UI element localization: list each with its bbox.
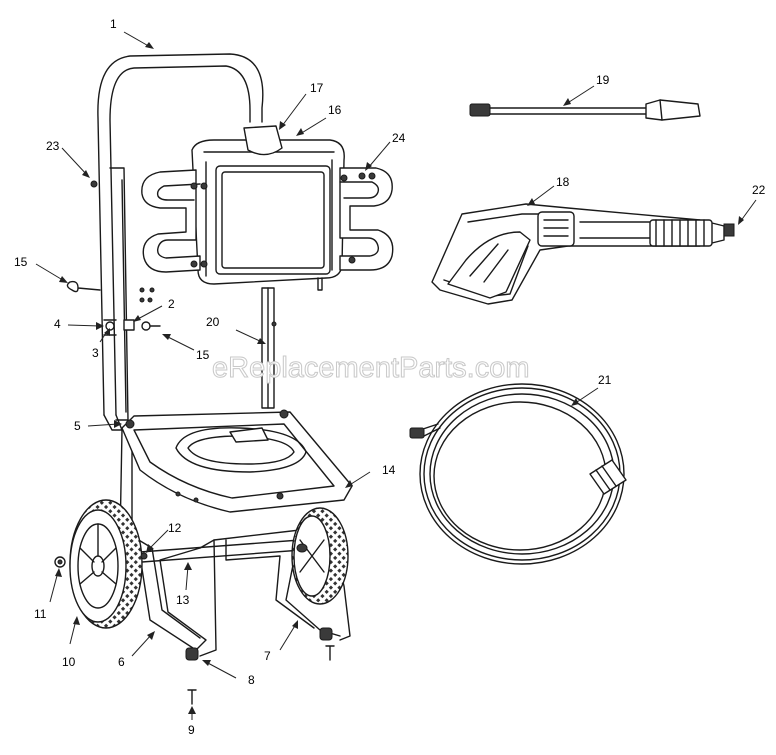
cart-frame xyxy=(97,53,351,657)
callout-2: 2 xyxy=(168,297,175,311)
left-wheel xyxy=(69,499,143,629)
watermark-text: eReplacementParts.com xyxy=(212,352,531,385)
callout-9: 9 xyxy=(188,723,195,737)
callout-6: 6 xyxy=(118,655,125,669)
callout-10: 10 xyxy=(62,655,76,669)
callout-4: 4 xyxy=(54,317,61,331)
base-tray xyxy=(121,409,353,513)
callout-15-upper: 15 xyxy=(14,255,28,269)
callout-15-lower: 15 xyxy=(196,348,210,362)
engine-housing xyxy=(141,125,394,291)
callout-19: 19 xyxy=(596,73,610,87)
callout-7: 7 xyxy=(264,649,271,663)
callout-22: 22 xyxy=(752,183,766,197)
callout-21: 21 xyxy=(598,373,612,387)
callout-14: 14 xyxy=(382,463,396,477)
callout-24: 24 xyxy=(392,131,406,145)
callout-16: 16 xyxy=(328,103,342,117)
callout-23: 23 xyxy=(46,139,60,153)
spray-wand xyxy=(469,99,701,121)
callout-11: 11 xyxy=(34,607,47,621)
callout-18: 18 xyxy=(556,175,570,189)
callout-5: 5 xyxy=(74,419,81,433)
callout-20: 20 xyxy=(206,315,220,329)
right-wheel xyxy=(291,507,349,605)
spray-gun xyxy=(431,203,735,305)
leader-lines xyxy=(35,31,757,720)
hardware xyxy=(54,180,335,705)
hose xyxy=(409,383,627,565)
callout-3: 3 xyxy=(92,346,99,360)
callout-12: 12 xyxy=(168,521,182,535)
callout-8: 8 xyxy=(248,673,255,687)
callout-1: 1 xyxy=(110,17,117,31)
callout-13: 13 xyxy=(176,593,190,607)
callout-17: 17 xyxy=(310,81,324,95)
